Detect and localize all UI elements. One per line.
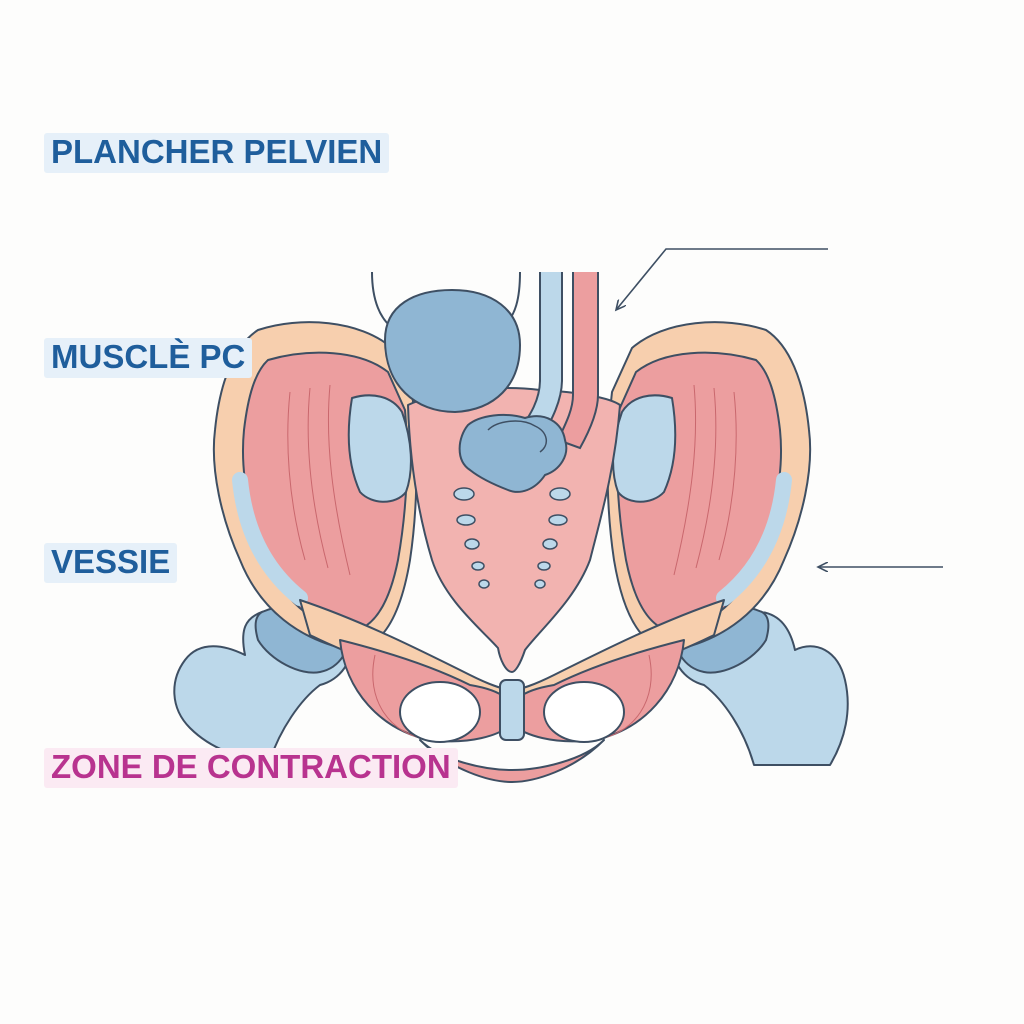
bladder (384, 289, 568, 493)
pointer-arrows (616, 248, 943, 567)
upper-pointer-arrow (616, 248, 828, 310)
label-plancher-pelvien: PLANCHER PELVIEN (44, 133, 390, 173)
tubes (371, 271, 599, 450)
label-zone-de-contraction: ZONE DE CONTRACTION (44, 748, 458, 788)
right-ilium (606, 321, 812, 651)
label-muscle-pc: MUSCLÈ PC (44, 338, 253, 378)
label-vessie: VESSIE (44, 543, 178, 583)
